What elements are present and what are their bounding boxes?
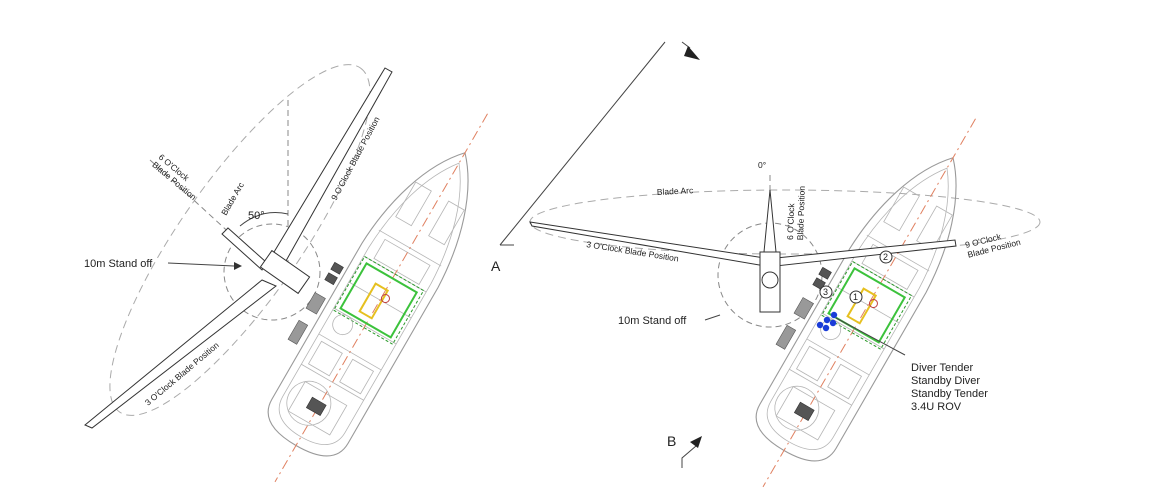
left-blade-9oclock bbox=[267, 67, 393, 269]
marker-2: 2 bbox=[879, 250, 893, 264]
right-blade-6oclock bbox=[763, 189, 777, 253]
left-angle-label: 50° bbox=[248, 210, 265, 222]
left-blade-6oclock bbox=[221, 227, 267, 271]
svg-text:Blade Position: Blade Position bbox=[795, 185, 807, 240]
section-a-arrowhead bbox=[684, 46, 700, 60]
right-stand-off-leader bbox=[704, 314, 721, 321]
legend-rov: 3.4U ROV bbox=[911, 401, 962, 413]
section-b-arrowhead bbox=[690, 436, 702, 448]
left-nacelle bbox=[259, 249, 311, 295]
section-a-line bbox=[499, 41, 666, 246]
right-hub bbox=[761, 271, 779, 289]
right-vessel bbox=[710, 87, 1015, 492]
left-blade-arc-label: Blade Arc bbox=[219, 180, 246, 217]
svg-text:2: 2 bbox=[883, 252, 888, 262]
left-stand-off-circle bbox=[223, 223, 321, 321]
left-blade-3oclock bbox=[84, 279, 277, 429]
left-angle-arc bbox=[239, 212, 289, 227]
legend-diver-tender: Diver Tender bbox=[911, 362, 973, 374]
personnel-dots bbox=[816, 311, 838, 332]
section-a-label: A bbox=[491, 258, 501, 274]
left-layout: 10m Stand off 50° Blade Arc 6 O'Clock Bl… bbox=[84, 64, 527, 492]
left-6oclock-label: 6 O'Clock Blade Position bbox=[150, 152, 198, 202]
left-stand-off-label: 10m Stand off bbox=[84, 258, 153, 270]
marker-1: 1 bbox=[849, 290, 863, 304]
section-b-arrow bbox=[681, 445, 697, 468]
right-6oclock-label: 6 O'Clock Blade Position bbox=[785, 185, 807, 240]
legend-standby-tender: Standby Tender bbox=[911, 388, 988, 400]
right-layout: A B 10m Stand off 1 2 bbox=[491, 41, 1041, 492]
svg-text:6 O'Clock: 6 O'Clock bbox=[785, 202, 796, 240]
legend-leader bbox=[835, 317, 906, 356]
right-zero-deg-label: 0° bbox=[758, 160, 766, 170]
left-stand-off-arrowhead bbox=[234, 262, 242, 270]
svg-text:3: 3 bbox=[823, 287, 828, 297]
right-blade-3oclock bbox=[529, 221, 766, 267]
svg-text:1: 1 bbox=[853, 292, 858, 302]
marker-3: 3 bbox=[819, 285, 833, 299]
right-blade-arc-label: Blade Arc bbox=[657, 185, 695, 197]
right-9oclock-label: 9 O'Clock Blade Position bbox=[964, 231, 1022, 259]
right-blade-9oclock bbox=[775, 239, 957, 267]
personnel-legend: Diver Tender Standby Diver Standby Tende… bbox=[911, 362, 988, 413]
left-stand-off-leader bbox=[167, 262, 235, 267]
legend-standby-diver: Standby Diver bbox=[911, 375, 980, 387]
section-b-label: B bbox=[667, 433, 676, 449]
right-stand-off-label: 10m Stand off bbox=[618, 315, 687, 327]
